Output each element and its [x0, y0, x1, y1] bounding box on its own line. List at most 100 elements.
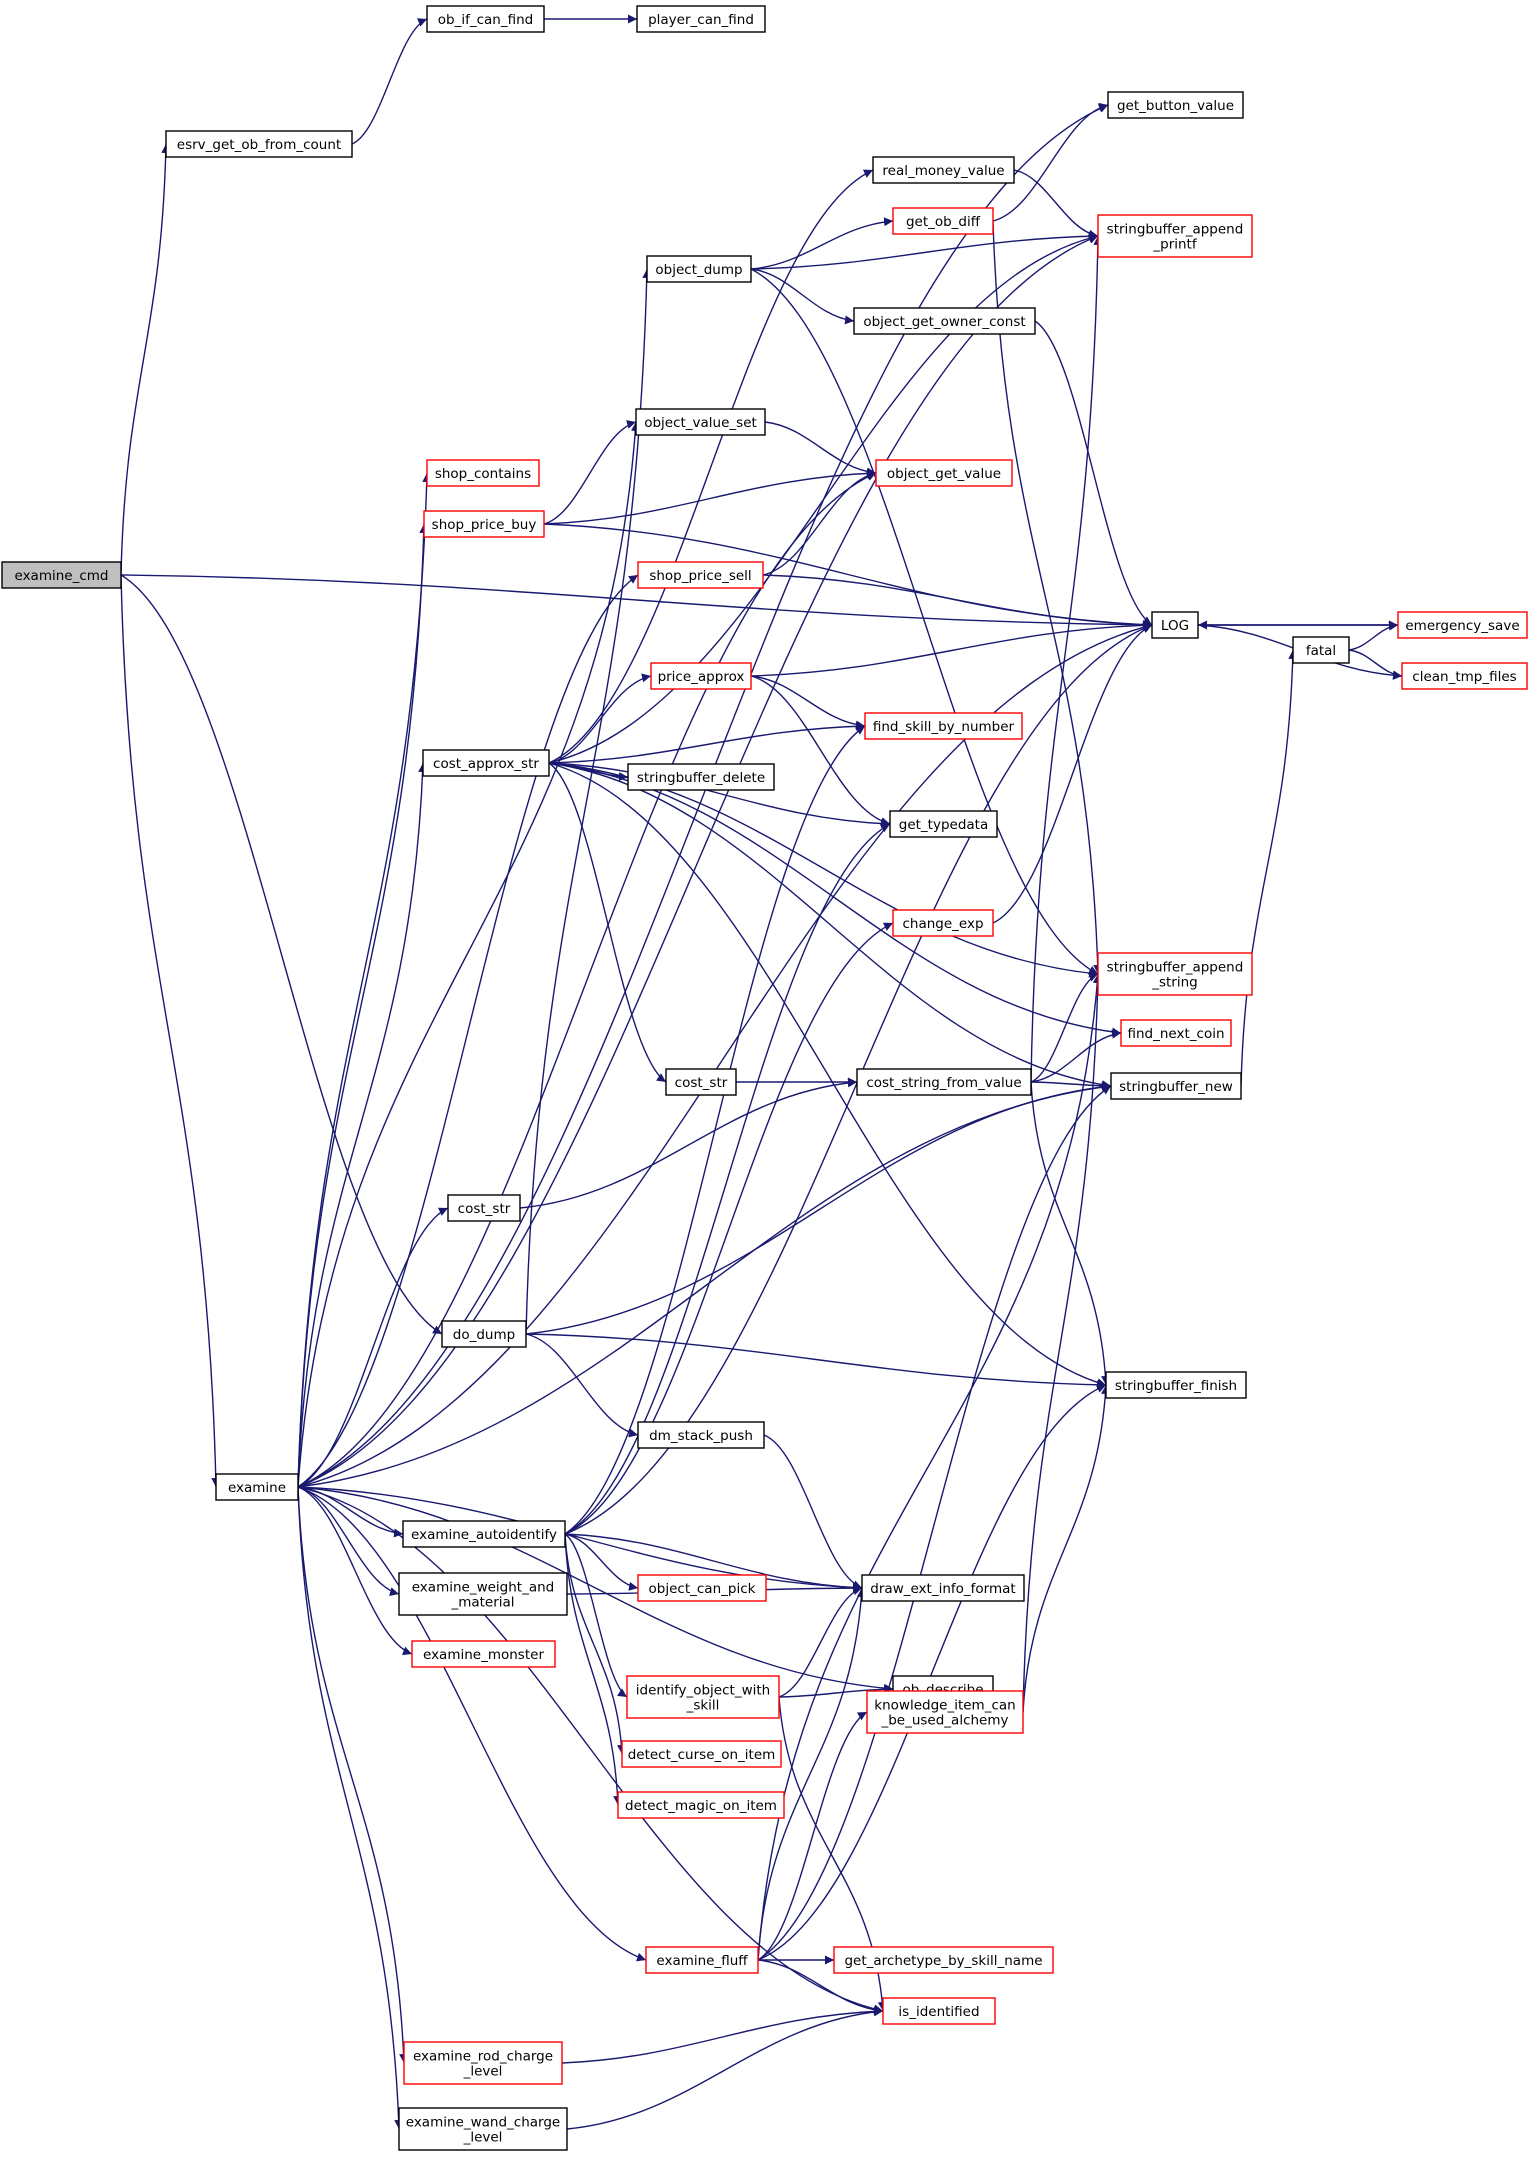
node-label: get_ob_diff: [906, 214, 981, 230]
node-object-value-set[interactable]: object_value_set: [635, 408, 766, 436]
node-box: [875, 459, 1013, 487]
node-object-dump[interactable]: object_dump: [646, 255, 752, 283]
node-get-button-value[interactable]: get_button_value: [1107, 91, 1244, 119]
node-shop-price-buy[interactable]: shop_price_buy: [423, 510, 545, 538]
node-ob-if-can-find[interactable]: ob_if_can_find: [426, 5, 545, 33]
node-stringbuffer-append-string[interactable]: stringbuffer_append_string: [1097, 952, 1253, 996]
node-shop-price-sell[interactable]: shop_price_sell: [637, 561, 764, 589]
node-real-money-value[interactable]: real_money_value: [872, 156, 1015, 184]
edge-shop_price_buy-to-LOG: [543, 523, 1153, 630]
edge-examine-to-examine_wand_charge_level: [297, 1486, 404, 2130]
node-box: [866, 1690, 1024, 1734]
node-label: examine_rod_charge: [413, 2049, 553, 2065]
edge-examine-to-ob_describe: [297, 1486, 894, 1693]
node-detect-magic-on-item[interactable]: detect_magic_on_item: [617, 1791, 785, 1819]
node-label: shop_price_sell: [649, 568, 751, 584]
node-find-skill-by-number[interactable]: find_skill_by_number: [864, 712, 1023, 740]
edge-examine-to-stringbuffer_new: [297, 1082, 1112, 1488]
node-object-get-value[interactable]: object_get_value: [875, 459, 1013, 487]
node-examine-weight-and-material[interactable]: examine_weight_and_material: [398, 1572, 568, 1616]
node-box: [1292, 636, 1350, 664]
node-examine-cmd[interactable]: examine_cmd: [1, 561, 122, 589]
node-label: object_can_pick: [649, 1581, 756, 1597]
node-stringbuffer-new[interactable]: stringbuffer_new: [1110, 1072, 1242, 1100]
node-fatal[interactable]: fatal: [1292, 636, 1350, 664]
node-box: [645, 1946, 759, 1974]
node-get-ob-diff[interactable]: get_ob_diff: [892, 207, 994, 235]
node-knowledge-item-can-be-used-alchemy[interactable]: knowledge_item_can_be_used_alchemy: [866, 1690, 1024, 1734]
node-examine-fluff[interactable]: examine_fluff: [645, 1946, 759, 1974]
edge-fatal-to-emergency_save: [1348, 621, 1399, 651]
node-label: shop_price_buy: [432, 517, 537, 533]
edges-layer: [120, 14, 1403, 2130]
node-LOG[interactable]: LOG: [1151, 611, 1199, 639]
edge-do_dump-to-dm_stack_push: [525, 1333, 639, 1438]
node-box: [856, 1068, 1032, 1096]
node-do-dump[interactable]: do_dump: [441, 1320, 527, 1348]
node-examine-autoidentify[interactable]: examine_autoidentify: [402, 1520, 566, 1548]
node-change-exp[interactable]: change_exp: [892, 909, 994, 937]
edge-price_approx-to-get_typedata: [750, 675, 891, 827]
node-box: [1151, 611, 1199, 639]
edge-cost_str_b-to-cost_string_from_value: [519, 1078, 858, 1209]
node-clean-tmp-files[interactable]: clean_tmp_files: [1401, 662, 1528, 690]
edge-change_exp-to-LOG: [992, 624, 1153, 924]
node-object-get-owner-const[interactable]: object_get_owner_const: [853, 307, 1036, 335]
node-label: _string: [1151, 975, 1198, 991]
node-get-typedata[interactable]: get_typedata: [889, 810, 998, 838]
node-emergency-save[interactable]: emergency_save: [1397, 611, 1528, 639]
edge-fatal-to-clean_tmp_files: [1348, 649, 1403, 680]
edge-examine-to-examine_fluff: [297, 1486, 647, 1962]
node-box: [1120, 1019, 1232, 1047]
node-label: _printf: [1152, 237, 1197, 253]
edge-examine-to-shop_contains: [297, 472, 432, 1488]
node-examine-monster[interactable]: examine_monster: [411, 1640, 556, 1668]
node-examine-rod-charge-level[interactable]: examine_rod_charge_level: [403, 2041, 563, 2085]
edge-cost_string_from_value-to-stringbuffer_append_string: [1030, 973, 1099, 1083]
node-cost-approx-str[interactable]: cost_approx_str: [422, 749, 550, 777]
node-label: detect_magic_on_item: [625, 1798, 777, 1814]
edge-cost_approx_str-to-cost_str_a: [548, 762, 667, 1083]
node-esrv-get-ob-from-count[interactable]: esrv_get_ob_from_count: [165, 130, 353, 158]
edge-examine_autoidentify-to-draw_ext_info_format: [564, 1533, 863, 1593]
node-stringbuffer-delete[interactable]: stringbuffer_delete: [627, 763, 775, 791]
node-stringbuffer-finish[interactable]: stringbuffer_finish: [1105, 1371, 1247, 1399]
edge-knowledge_item_can_be_used_alchemy-to-stringbuffer_finish: [1022, 1384, 1110, 1713]
node-identify-object-with-skill[interactable]: identify_object_with_skill: [626, 1675, 780, 1719]
node-label: object_dump: [655, 262, 742, 278]
edge-object_dump-to-stringbuffer_append_string: [750, 268, 1099, 975]
node-is-identified[interactable]: is_identified: [882, 1997, 996, 2025]
node-find-next-coin[interactable]: find_next_coin: [1120, 1019, 1232, 1047]
node-shop-contains[interactable]: shop_contains: [426, 459, 540, 487]
edge-real_money_value-to-stringbuffer_append_printf: [1013, 169, 1099, 239]
node-box: [1397, 611, 1528, 639]
node-box: [447, 1194, 521, 1222]
edge-object_dump-to-get_ob_diff: [750, 217, 894, 270]
edge-examine_wand_charge_level-to-is_identified: [566, 2007, 884, 2130]
node-cost-str-b[interactable]: cost_str: [447, 1194, 521, 1222]
edge-price_approx-to-find_skill_by_number: [750, 675, 866, 730]
edge-shop_price_sell-to-object_get_value: [762, 470, 877, 576]
node-cost-string-from-value[interactable]: cost_string_from_value: [856, 1068, 1032, 1096]
node-draw-ext-info-format[interactable]: draw_ext_info_format: [861, 1574, 1025, 1602]
edge-examine_autoidentify-to-detect_curse_on_item: [564, 1533, 626, 1755]
node-object-can-pick[interactable]: object_can_pick: [637, 1574, 767, 1602]
node-dm-stack-push[interactable]: dm_stack_push: [637, 1421, 765, 1449]
node-examine-wand-charge-level[interactable]: examine_wand_charge_level: [398, 2107, 568, 2151]
node-cost-str-a[interactable]: cost_str: [665, 1068, 737, 1096]
node-player-can-find[interactable]: player_can_find: [636, 5, 766, 33]
node-detect-curse-on-item[interactable]: detect_curse_on_item: [621, 1740, 782, 1768]
node-get-archetype-by-skill-name[interactable]: get_archetype_by_skill_name: [833, 1946, 1054, 1974]
edge-cost_approx_str-to-stringbuffer_finish: [548, 762, 1107, 1387]
edge-examine_autoidentify-to-change_exp: [564, 922, 894, 1535]
edge-esrv_get_ob_from_count-to-ob_if_can_find: [351, 18, 428, 145]
node-box: [403, 2041, 563, 2085]
node-box: [398, 2107, 568, 2151]
node-label: examine_monster: [423, 1647, 544, 1663]
node-price-approx[interactable]: price_approx: [650, 662, 752, 690]
node-box: [411, 1640, 556, 1668]
node-stringbuffer-append-printf[interactable]: stringbuffer_append_printf: [1097, 214, 1253, 258]
node-examine[interactable]: examine: [215, 1473, 299, 1501]
node-label: get_typedata: [899, 817, 988, 833]
edge-do_dump-to-stringbuffer_new: [525, 1082, 1112, 1335]
